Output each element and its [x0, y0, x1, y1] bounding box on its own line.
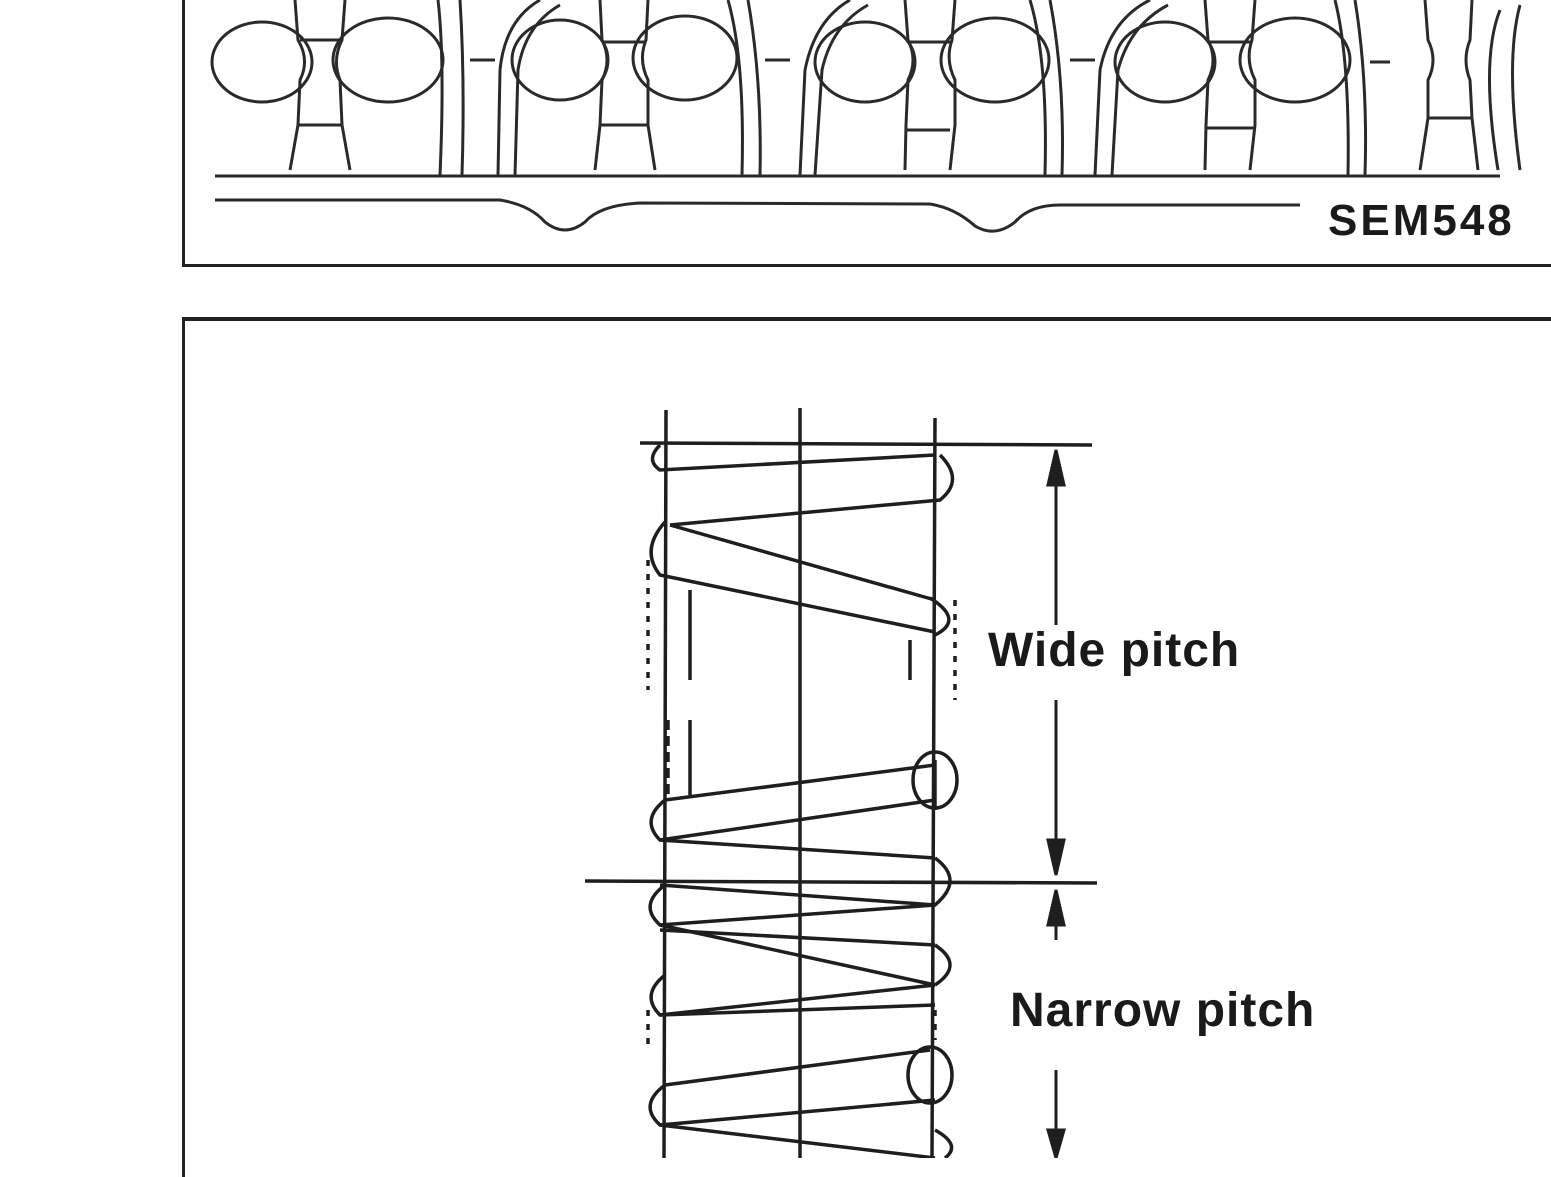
- spring-top-reference-line: [639, 441, 1093, 447]
- figure-reference-code: SEM548: [1328, 196, 1515, 245]
- narrow-pitch-coils: [646, 798, 954, 1158]
- wide-pitch-coils: [646, 443, 959, 860]
- head-lower-edge: [215, 198, 1300, 233]
- cylinder-head-illustration-panel: [182, 0, 1551, 267]
- combustion-chamber-2: [496, 0, 762, 176]
- combustion-chamber-4: [1093, 0, 1368, 176]
- valve-spring-illustration-panel: [182, 317, 1551, 1177]
- combustion-chamber-5-partial: [1418, 0, 1522, 171]
- narrow-pitch-dimension: [1046, 889, 1066, 1158]
- spring-left-edge-line: [662, 409, 668, 1158]
- narrow-pitch-label: Narrow pitch: [1010, 984, 1316, 1037]
- cylinder-head-drawing: [210, 0, 1522, 233]
- wide-pitch-dimension: [1046, 449, 1066, 876]
- combustion-chamber-1: [210, 0, 465, 176]
- pitch-division-line: [584, 879, 1098, 885]
- combustion-chamber-3: [798, 0, 1064, 176]
- wide-pitch-label: Wide pitch: [988, 624, 1241, 677]
